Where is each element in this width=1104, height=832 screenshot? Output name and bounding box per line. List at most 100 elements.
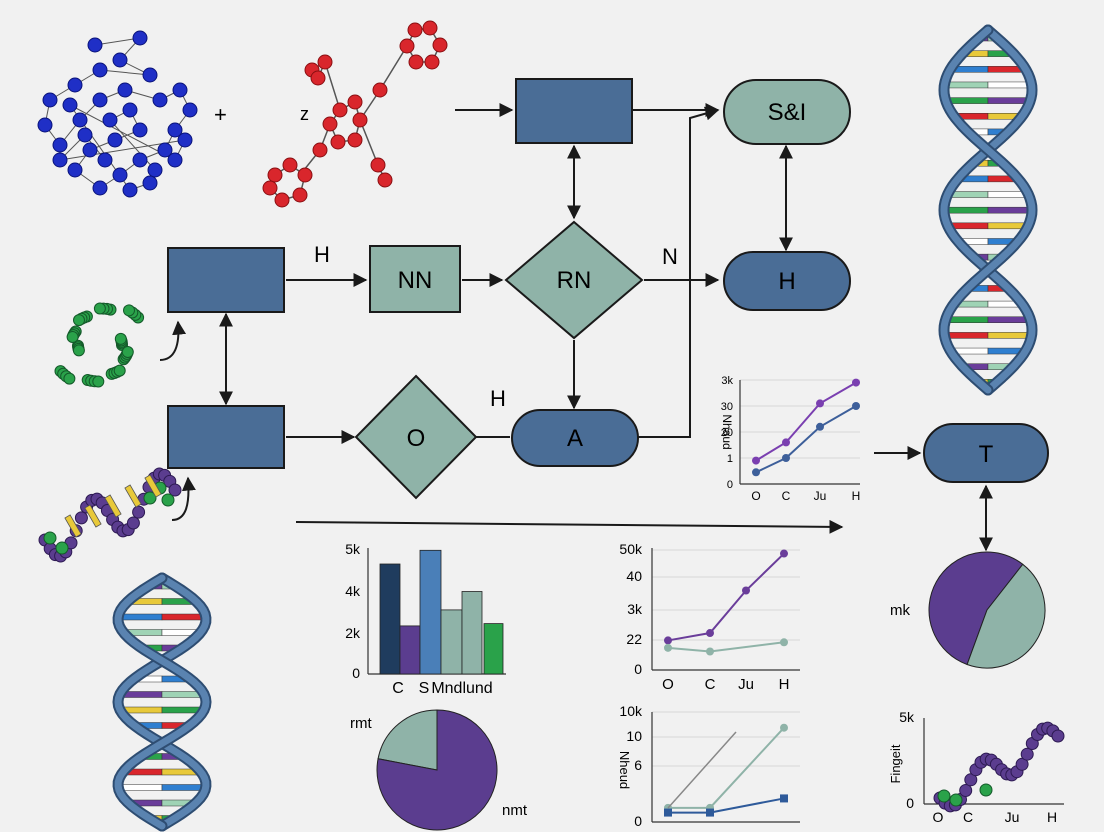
data-point <box>816 399 824 408</box>
y-tick-label: 0 <box>906 795 914 811</box>
pie-chart-right: mk <box>890 551 1046 669</box>
bar <box>483 623 504 675</box>
atom <box>82 142 98 158</box>
data-point <box>852 378 860 387</box>
y-tick-label: 3k <box>721 375 733 387</box>
process-box-low[interactable] <box>167 405 285 469</box>
y-tick-label: 22 <box>626 631 642 647</box>
atom <box>964 773 978 787</box>
y-tick-label: 1 <box>727 453 733 465</box>
x-tick-label: C <box>705 676 716 693</box>
green-molecule-arrow <box>159 320 187 361</box>
atom <box>126 516 140 530</box>
a-terminal-label: A <box>567 425 583 452</box>
nn-box[interactable]: NN <box>369 245 461 313</box>
atom <box>43 531 57 545</box>
base-pair <box>987 222 1027 230</box>
data-point <box>742 586 750 595</box>
o-decision-label: O <box>407 425 426 452</box>
atom <box>310 70 326 86</box>
atom <box>399 38 415 54</box>
bar <box>440 609 463 675</box>
atom <box>113 364 126 377</box>
atom <box>87 37 103 53</box>
atom <box>262 180 278 196</box>
atom <box>132 152 148 168</box>
plus-sign: + <box>214 102 227 127</box>
atom <box>107 132 123 148</box>
y-axis-label: Fingeit <box>888 744 903 783</box>
bar <box>399 625 421 675</box>
y-tick-label: 4k <box>345 583 361 599</box>
process-box-top[interactable] <box>515 78 633 144</box>
pie-label: mk <box>890 602 910 619</box>
atom <box>347 94 363 110</box>
nn-box-label: NN <box>398 267 433 294</box>
atom <box>377 172 393 188</box>
atom <box>267 167 283 183</box>
atom <box>168 483 182 497</box>
atom <box>42 92 58 108</box>
pie-slice <box>966 563 1046 669</box>
backbone <box>940 26 1036 394</box>
atom <box>317 54 333 70</box>
atom <box>312 142 328 158</box>
y-tick-label: 5k <box>899 709 915 725</box>
y-tick-label: 20 <box>721 427 733 439</box>
x-tick-label: S <box>419 680 430 697</box>
atom <box>147 162 163 178</box>
data-point <box>852 402 860 410</box>
atom <box>132 505 146 519</box>
h-terminal[interactable]: H <box>723 251 851 311</box>
base-pair <box>949 191 989 198</box>
atom <box>72 344 85 357</box>
bar <box>461 591 483 675</box>
y-tick-label: 40 <box>626 568 642 584</box>
atom <box>937 789 951 803</box>
atom <box>322 116 338 132</box>
z-label: z <box>300 104 309 124</box>
rn-decision[interactable]: RN <box>504 220 644 340</box>
flow-connectors <box>219 103 993 552</box>
base-pair <box>946 81 989 89</box>
base-pair <box>987 332 1030 339</box>
base-pair <box>121 691 163 698</box>
atom <box>332 102 348 118</box>
base-pair <box>84 504 102 528</box>
atom <box>157 142 173 158</box>
pie-label: rmt <box>350 715 372 732</box>
atom <box>117 82 133 98</box>
atom <box>297 167 313 183</box>
atom <box>93 302 106 315</box>
y-tick-label: 50k <box>619 541 643 557</box>
atom <box>177 132 193 148</box>
base-pair <box>987 191 1027 198</box>
o-decision[interactable]: O <box>354 374 478 500</box>
atom <box>143 491 157 505</box>
atom <box>142 67 158 83</box>
y-tick-label: 6 <box>634 757 642 773</box>
atom <box>72 112 88 128</box>
x-tick-label: Mndlund <box>431 680 492 697</box>
pie-slice <box>928 551 1024 666</box>
x-tick-label: C <box>392 680 404 697</box>
atom <box>142 175 158 191</box>
atom <box>121 346 134 358</box>
a-terminal[interactable]: A <box>511 409 639 467</box>
atom <box>112 52 128 68</box>
process-box-mid[interactable] <box>167 247 285 313</box>
y-tick-label: 0 <box>634 661 642 677</box>
sai-terminal[interactable]: S&I <box>723 79 851 145</box>
base-pair <box>987 97 1029 104</box>
x-tick-label: H <box>1047 809 1057 825</box>
atom <box>330 134 346 150</box>
x-tick-label: H <box>779 676 790 693</box>
y-tick-label: 2k <box>345 625 361 641</box>
edge-label-h2: H <box>490 386 506 411</box>
t-terminal[interactable]: T <box>923 423 1049 483</box>
base-pair <box>987 316 1029 323</box>
series-line <box>668 797 785 814</box>
atom <box>292 187 308 203</box>
data-point <box>706 808 714 817</box>
